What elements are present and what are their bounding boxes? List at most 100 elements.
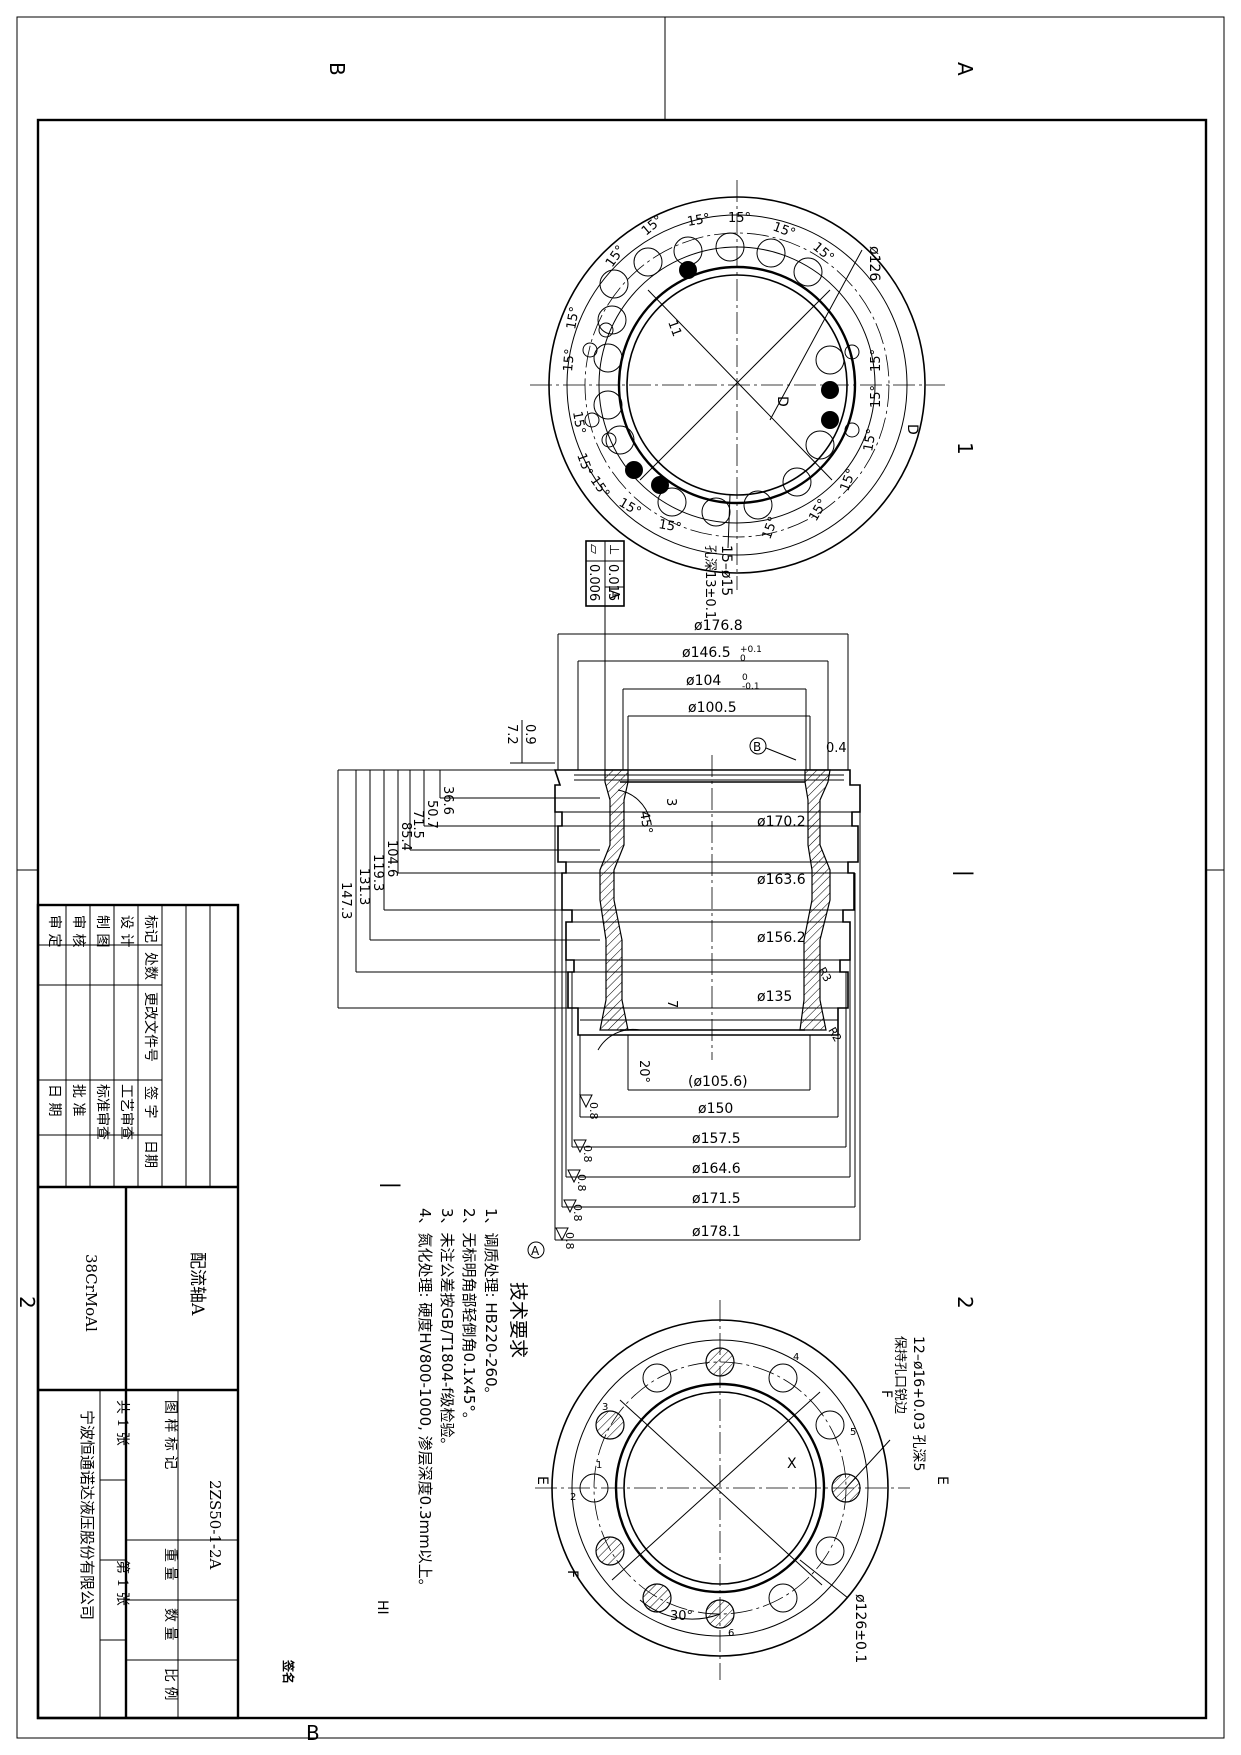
svg-text:4、氮化处理: 硬度HV800-1000, 渗层深度0.3m: 4、氮化处理: 硬度HV800-1000, 渗层深度0.3mm以上。 (416, 1208, 434, 1594)
dia-135: ø135 (757, 989, 792, 1005)
svg-text:ø164.6: ø164.6 (692, 1161, 741, 1177)
zone-label-bottom-b: B (306, 1721, 320, 1745)
svg-text:45°: 45° (636, 810, 655, 835)
svg-text:共 1 张: 共 1 张 (114, 1400, 130, 1446)
svg-text:标记: 标记 (142, 915, 158, 943)
title-block: 标记 处数 更改文件号 签 字 日期 设 计 制 图 审 核 审 定 工艺审查 … (36, 903, 296, 1720)
dia-170-2: ø170.2 (757, 814, 806, 830)
svg-text:ø178.1: ø178.1 (692, 1224, 741, 1240)
dia-104: ø104 (686, 673, 721, 689)
svg-text:15°: 15° (771, 220, 798, 242)
svg-text:0.8: 0.8 (587, 1102, 600, 1120)
svg-text:147.3: 147.3 (338, 882, 353, 919)
zone-label-2: 2 (953, 1296, 977, 1309)
outer-frame (16, 16, 1225, 1739)
svg-text:6: 6 (728, 1628, 734, 1639)
svg-text:批 准: 批 准 (70, 1084, 86, 1116)
section-d-outer: D (904, 424, 920, 435)
svg-text:5: 5 (850, 1427, 856, 1438)
datum-b: B (753, 740, 761, 754)
svg-text:处数: 处数 (142, 952, 158, 980)
svg-text:标准审查: 标准审查 (94, 1084, 110, 1140)
top-angle-labels: 15° 15° 15° 15° 15° 15° 15° 15° 15° 15° … (561, 211, 884, 541)
section-f-lower: F (564, 1570, 580, 1578)
svg-text:7: 7 (664, 1000, 679, 1008)
svg-text:日 期: 日 期 (46, 1084, 62, 1116)
bottom-dia-126: ø126±0.1 (852, 1594, 868, 1663)
svg-text:ø157.5: ø157.5 (692, 1131, 741, 1147)
svg-text:ø171.5: ø171.5 (692, 1191, 741, 1207)
top-holes (582, 232, 860, 527)
svg-text:签 字: 签 字 (142, 1086, 159, 1118)
svg-text:7.2: 7.2 (504, 724, 519, 745)
top-dia-126: ø126 (866, 246, 882, 281)
svg-text:比 例: 比 例 (162, 1668, 178, 1700)
section-e-right: E (934, 1476, 950, 1485)
dia-176-8: ø176.8 (694, 618, 743, 634)
svg-text:15°: 15° (809, 240, 836, 266)
svg-text:0.8: 0.8 (563, 1232, 576, 1250)
svg-text:15°: 15° (869, 349, 884, 372)
svg-text:(ø105.6): (ø105.6) (688, 1074, 748, 1090)
svg-text:15°: 15° (603, 243, 629, 270)
svg-text:日期: 日期 (142, 1140, 158, 1168)
svg-text:设 计: 设 计 (118, 915, 134, 947)
svg-text:15°: 15° (561, 348, 578, 372)
section-view: ø176.8 ø146.5 +0.1 0 ø104 0 -0.1 ø100.5 … (337, 618, 861, 1259)
section-e-left: E (534, 1476, 550, 1485)
svg-text:审 核: 审 核 (70, 915, 86, 947)
section-d-inner: D (774, 396, 790, 407)
svg-text:2: 2 (570, 1492, 576, 1503)
svg-text:15°: 15° (569, 410, 588, 435)
svg-text:3、未注公差按GB/T1804-f级检验。: 3、未注公差按GB/T1804-f级检验。 (438, 1208, 456, 1453)
svg-text:131.3: 131.3 (356, 868, 371, 905)
svg-text:71.5: 71.5 (410, 810, 425, 839)
svg-text:0.015: 0.015 (605, 564, 620, 601)
svg-text:15°: 15° (657, 517, 682, 536)
svg-text:0.8: 0.8 (575, 1174, 588, 1192)
dia-100-5: ø100.5 (688, 700, 737, 716)
svg-text:-0.1: -0.1 (742, 682, 760, 692)
svg-text:4: 4 (793, 1352, 799, 1363)
svg-text:0: 0 (742, 673, 748, 683)
svg-text:36.6: 36.6 (440, 786, 455, 815)
signature-mark: 签名 (281, 1659, 296, 1684)
svg-text:15°: 15° (861, 427, 880, 452)
top-view: 15° 15° 15° 15° 15° 15° 15° 15° 15° 15° … (530, 180, 945, 619)
svg-text:15°: 15° (587, 474, 613, 501)
svg-text:数 量: 数 量 (162, 1608, 178, 1640)
svg-text:第 1 张: 第 1 张 (114, 1560, 131, 1606)
top-dim-11: 11 (664, 318, 684, 339)
svg-text:0.8: 0.8 (581, 1145, 594, 1163)
company-name: 宁波恒通诺达液压股份有限公司 (78, 1410, 96, 1620)
height-dims: 36.6 50.7 71.5 85.4 104.6 119.3 131.3 14… (337, 769, 600, 1009)
top-holes-depth: 孔深13±0.1 (702, 545, 717, 619)
svg-text:85.4: 85.4 (398, 822, 413, 851)
svg-text:15°: 15° (869, 385, 884, 408)
zone-label-a: A (953, 62, 977, 76)
mark-x: X (787, 1456, 797, 1472)
svg-text:3: 3 (663, 798, 678, 806)
tolerance-frame: ⊥ 0.015 A ▱ 0.006 (585, 540, 625, 770)
svg-text:0.4: 0.4 (826, 741, 847, 756)
part-name: 配流轴A (187, 1252, 207, 1316)
svg-text:50.7: 50.7 (424, 800, 439, 829)
svg-text:1: 1 (596, 1460, 602, 1471)
svg-text:15°: 15° (838, 467, 860, 494)
svg-text:0.9: 0.9 (522, 724, 537, 745)
bottom-dims: (ø105.6) ø150 ø157.5 ø164.6 ø171.5 ø178.… (527, 812, 861, 1259)
mark-hi: HI (374, 1600, 390, 1615)
bottom-holes-note: 12–ø16+0.03 孔深5 (910, 1336, 926, 1471)
zone-label-left-2: 2 (15, 1296, 39, 1309)
dia-146-5: ø146.5 (682, 645, 731, 661)
svg-text:20°: 20° (636, 1060, 651, 1083)
svg-text:审 定: 审 定 (46, 915, 62, 947)
drawing-no: 2ZS50-1-2A (206, 1480, 224, 1570)
svg-text:0: 0 (740, 654, 746, 664)
material: 38CrMoAl (82, 1254, 100, 1332)
svg-text:15°: 15° (760, 515, 782, 542)
svg-text:15°: 15° (639, 213, 666, 239)
svg-text:104.6: 104.6 (384, 840, 399, 877)
svg-text:15°: 15° (806, 497, 831, 524)
